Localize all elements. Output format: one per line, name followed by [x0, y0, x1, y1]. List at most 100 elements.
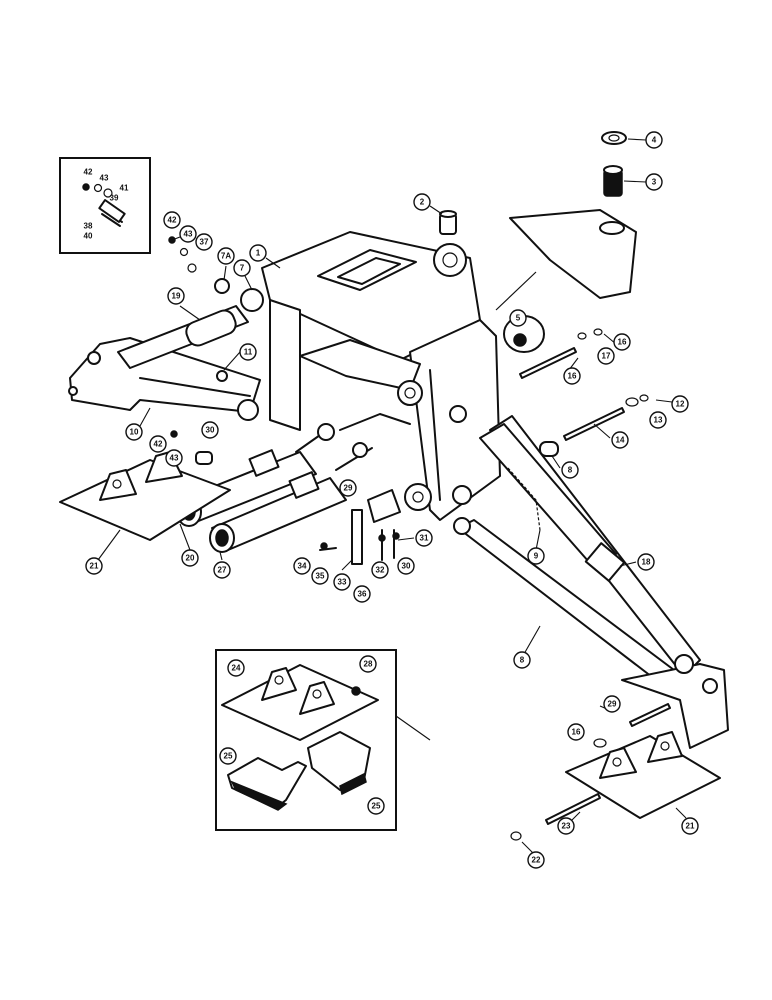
callout-34: 34 [293, 557, 311, 575]
callout-label: 21 [686, 822, 695, 831]
inset-detail-pad [215, 649, 431, 831]
callout-4: 4 [645, 131, 663, 149]
callout-24: 24 [227, 659, 245, 677]
callout-35: 35 [311, 567, 329, 585]
callout-10: 10 [125, 423, 143, 441]
inset-callout-38: 38 [84, 222, 93, 231]
inset-detail-hardware [59, 157, 151, 254]
callout-16-upper: 16 [563, 367, 581, 385]
callout-label: 38 [84, 222, 93, 231]
callout-label: 10 [130, 428, 139, 437]
callout-3: 3 [645, 173, 663, 191]
callout-42: 42 [163, 211, 181, 229]
callout-33: 33 [333, 573, 351, 591]
callout-42-lower: 42 [149, 435, 167, 453]
callout-label: 8 [520, 656, 525, 665]
callout-21-right: 21 [681, 817, 699, 835]
callout-1: 1 [249, 244, 267, 262]
callout-label: 35 [316, 572, 325, 581]
callout-30: 30 [201, 421, 219, 439]
stabilizer-pad-left [59, 451, 231, 541]
callout-label: 42 [84, 168, 93, 177]
callout-label: 31 [420, 534, 429, 543]
callout-label: 16 [572, 728, 581, 737]
callout-36: 36 [353, 585, 371, 603]
inset-callout-39: 39 [110, 194, 119, 203]
inset-callout-42: 42 [84, 168, 93, 177]
callout-label: 13 [654, 416, 663, 425]
callout-label: 25 [224, 752, 233, 761]
callout-label: 27 [218, 566, 227, 575]
callout-29: 29 [339, 479, 357, 497]
callout-label: 23 [562, 822, 571, 831]
callout-label: 39 [110, 194, 119, 203]
callout-label: 24 [232, 664, 241, 673]
callout-7a: 7A [217, 247, 235, 265]
callout-8-lower: 8 [513, 651, 531, 669]
callout-label: 16 [618, 338, 627, 347]
callout-label: 4 [652, 136, 657, 145]
callout-label: 2 [420, 198, 425, 207]
callout-31: 31 [415, 529, 433, 547]
callout-label: 30 [206, 426, 215, 435]
callout-label: 33 [338, 578, 347, 587]
callout-label: 17 [602, 352, 611, 361]
inset-callout-41: 41 [120, 184, 129, 193]
callout-label: 25 [372, 802, 381, 811]
callout-label: 36 [358, 590, 367, 599]
callout-label: 43 [184, 230, 193, 239]
callout-2: 2 [413, 193, 431, 211]
callout-label: 8 [568, 466, 573, 475]
callout-17: 17 [597, 347, 615, 365]
callout-label: 12 [676, 400, 685, 409]
callout-37: 37 [195, 233, 213, 251]
callout-16-lower: 16 [567, 723, 585, 741]
callout-label: 43 [170, 454, 179, 463]
callout-label: 30 [402, 562, 411, 571]
callout-label: 11 [244, 348, 253, 357]
callout-21: 21 [85, 557, 103, 575]
callout-label: 7A [221, 252, 231, 261]
callout-label: 18 [642, 558, 651, 567]
callout-14: 14 [611, 431, 629, 449]
callout-8-upper: 8 [561, 461, 579, 479]
callout-label: 1 [256, 249, 261, 258]
callout-29-lower: 29 [603, 695, 621, 713]
callout-43: 43 [179, 225, 197, 243]
callout-label: 19 [172, 292, 181, 301]
callout-11: 11 [239, 343, 257, 361]
callout-label: 7 [240, 264, 245, 273]
inset-callout-43: 43 [100, 174, 109, 183]
callout-label: 32 [376, 566, 385, 575]
stabilizer-pad-right [565, 731, 721, 819]
callout-5: 5 [509, 309, 527, 327]
stabilizer-cylinder-19 [117, 305, 249, 369]
callout-22: 22 [527, 851, 545, 869]
callout-28: 28 [359, 655, 377, 673]
stabilizer-arm-left [68, 288, 264, 421]
callout-27: 27 [213, 561, 231, 579]
swing-tower-frame [261, 231, 501, 521]
small-hardware [168, 236, 400, 550]
center-hardware [319, 489, 401, 565]
callout-23: 23 [557, 817, 575, 835]
callout-label: 14 [616, 436, 625, 445]
callout-label: 9 [534, 552, 539, 561]
swing-cylinders [176, 423, 373, 553]
callout-25-right: 25 [367, 797, 385, 815]
callout-19: 19 [167, 287, 185, 305]
boom-and-cylinder [453, 415, 729, 749]
callout-16-right: 16 [613, 333, 631, 351]
callout-13: 13 [649, 411, 667, 429]
callout-9: 9 [527, 547, 545, 565]
callout-label: 34 [298, 562, 307, 571]
callout-label: 42 [154, 440, 163, 449]
callout-32: 32 [371, 561, 389, 579]
callout-12: 12 [671, 395, 689, 413]
callout-label: 43 [100, 174, 109, 183]
callout-label: 29 [608, 700, 617, 709]
callout-label: 40 [84, 232, 93, 241]
callout-20: 20 [181, 549, 199, 567]
callout-label: 21 [90, 562, 99, 571]
